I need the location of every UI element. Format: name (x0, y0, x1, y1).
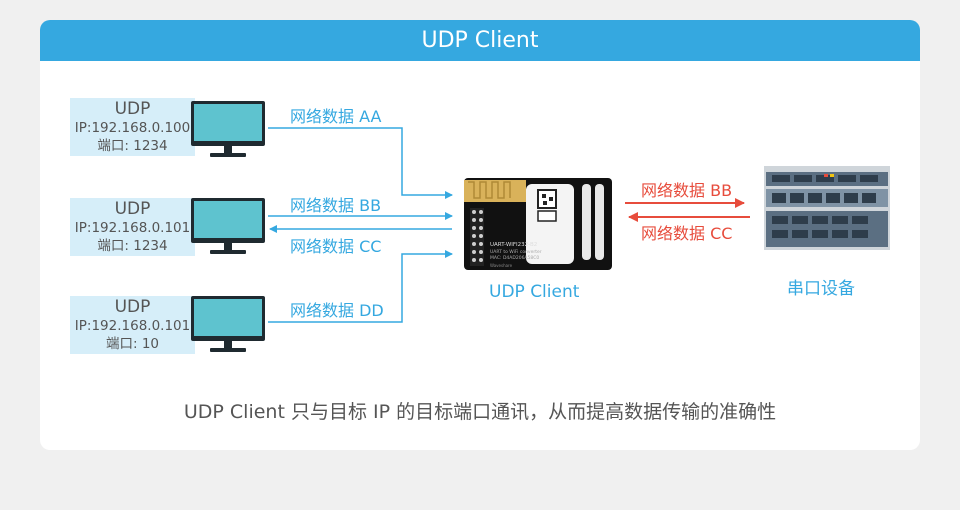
link-label-aa: 网络数据 AA (290, 107, 382, 126)
module-desc-text: UART to WiFi converter (490, 249, 542, 255)
link-label-bb: 网络数据 BB (290, 196, 382, 215)
serial-link-label-cc: 网络数据 CC (641, 224, 733, 243)
arrow-dd (268, 250, 453, 323)
module-label: UDP Client (489, 282, 580, 302)
arrow-aa (268, 127, 453, 199)
client-info-1: UDP IP:192.168.0.100 端口: 1234 (70, 98, 195, 156)
monitor-icon (191, 101, 265, 157)
client-port: 端口: 1234 (97, 238, 168, 254)
client-proto: UDP (114, 297, 151, 317)
server-rack-icon (764, 166, 890, 250)
module-mac-text: MAC: D4AD206A58C0 (490, 255, 539, 261)
client-port: 端口: 10 (105, 336, 160, 352)
monitor-icon (191, 198, 265, 254)
client-ip: IP:192.168.0.101 (74, 220, 191, 236)
client-proto: UDP (114, 99, 151, 119)
module-model-text: UART-WIFI232-B2 (490, 242, 537, 248)
monitor-icon (191, 296, 265, 352)
client-info-3: UDP IP:192.168.0.101 端口: 10 (70, 296, 195, 354)
connection-lines (268, 127, 750, 323)
serial-device-label: 串口设备 (787, 279, 855, 299)
footer-caption: UDP Client 只与目标 IP 的目标端口通讯，从而提高数据传输的准确性 (183, 401, 777, 423)
wifi-module-image: UART-WIFI232-B2 UART to WiFi converter M… (464, 178, 612, 270)
page-title: UDP Client (40, 20, 920, 61)
client-ip: IP:192.168.0.101 (74, 318, 191, 334)
client-info-2: UDP IP:192.168.0.101 端口: 1234 (70, 198, 195, 256)
client-port: 端口: 1234 (97, 138, 168, 154)
link-label-cc: 网络数据 CC (290, 237, 382, 256)
diagram-card: UDP Client UDP IP:192.168.0.100 端口: 1234… (40, 20, 920, 450)
client-ip: IP:192.168.0.100 (74, 120, 191, 136)
serial-link-label-bb: 网络数据 BB (641, 181, 733, 200)
module-brand-text: Waveshare (490, 263, 513, 268)
client-proto: UDP (114, 199, 151, 219)
link-label-dd: 网络数据 DD (290, 301, 384, 320)
